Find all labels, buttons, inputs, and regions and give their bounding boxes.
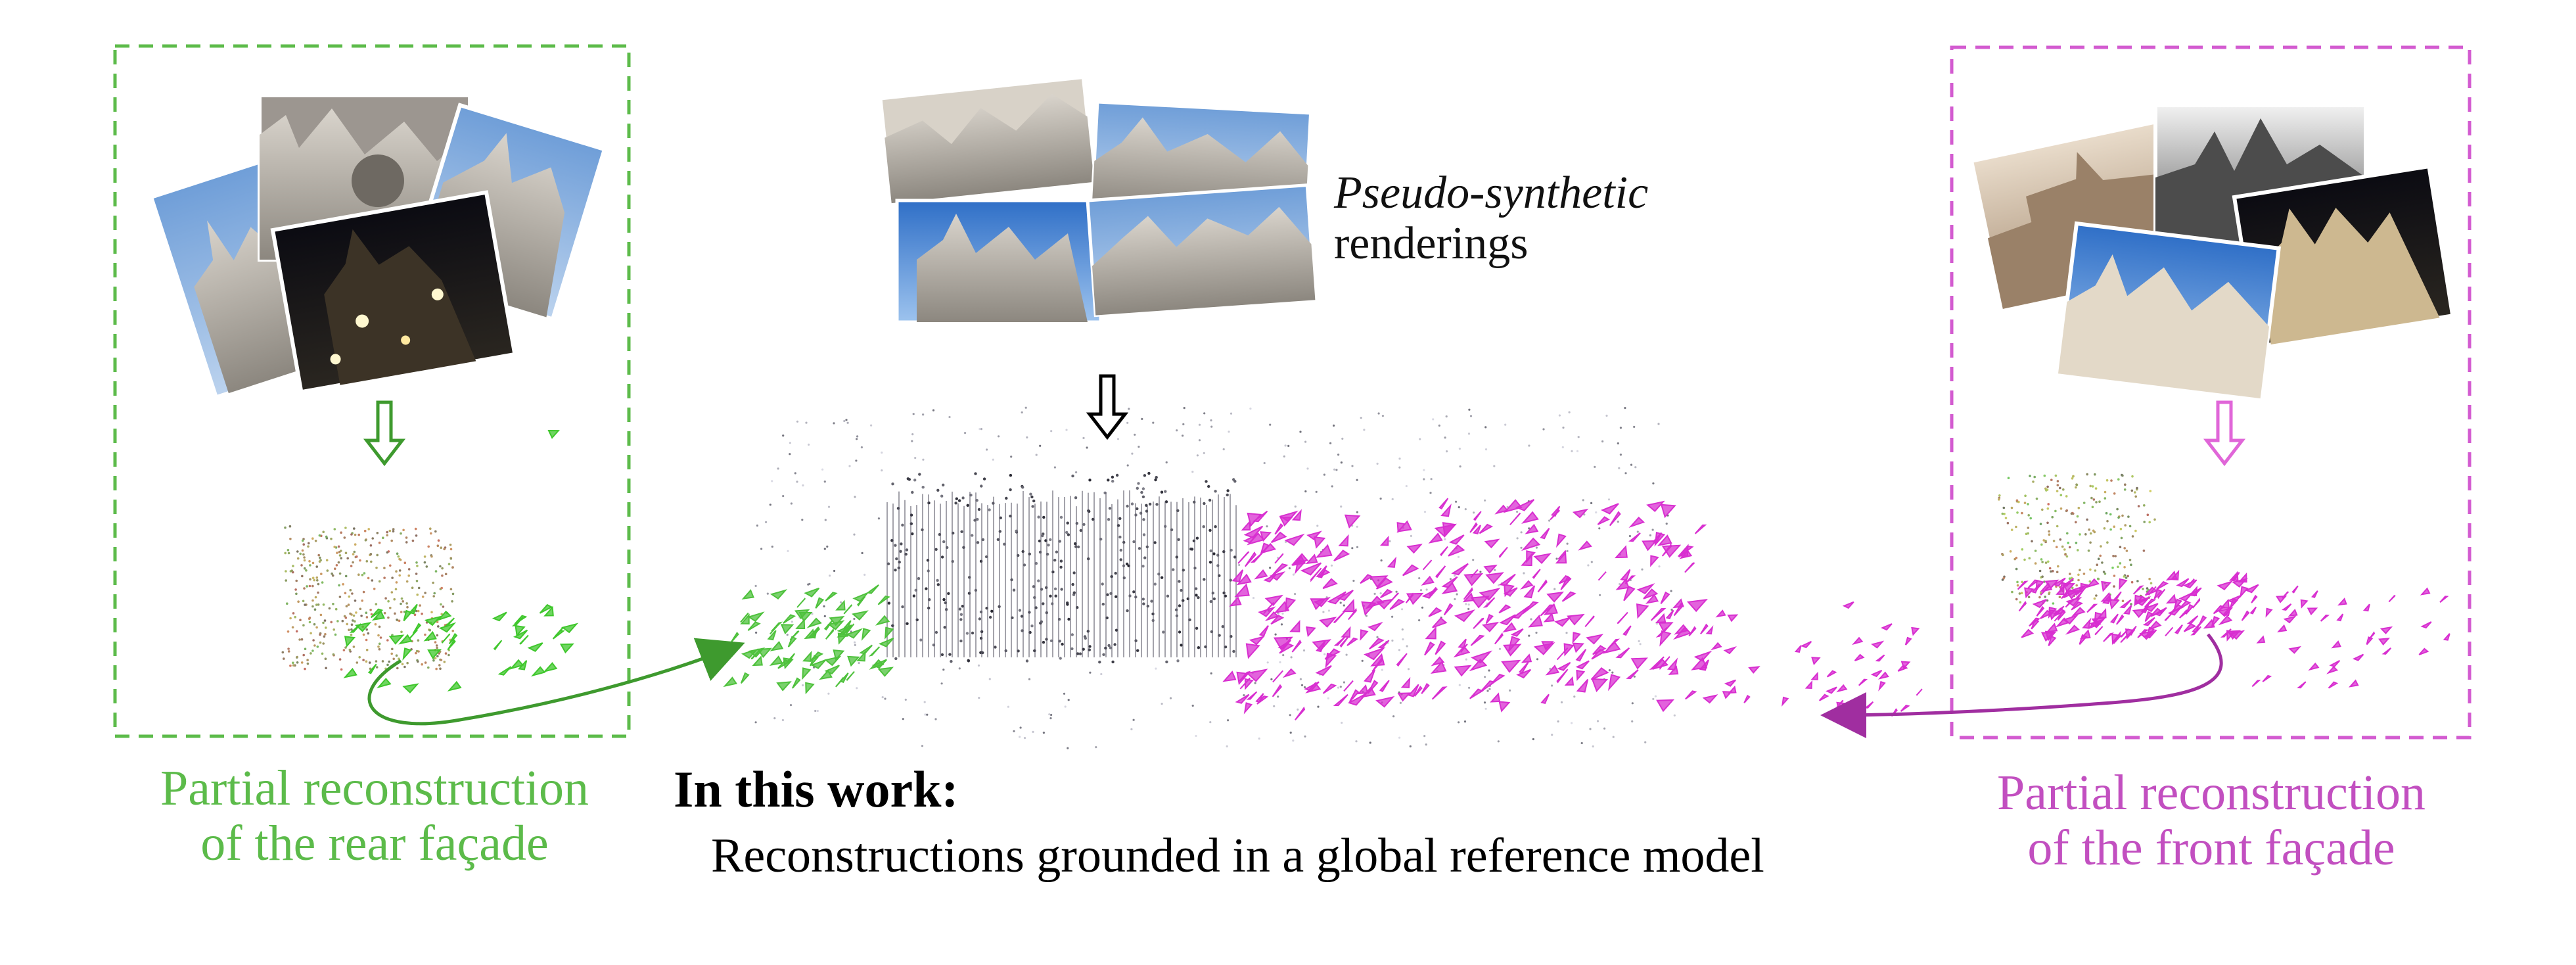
left-panel-box [113, 44, 631, 738]
left-partial-reconstruction [281, 429, 579, 694]
right-panel-box [1950, 45, 2472, 740]
right-registration-arrow [1820, 633, 2223, 738]
left-caption-line2: of the rear façade [200, 815, 549, 871]
left-photo-collage [149, 93, 607, 400]
work-heading: In this work: [674, 761, 959, 818]
right-caption-line2: of the front façade [2027, 820, 2395, 876]
render-caption: Pseudo-synthetic renderings [1334, 168, 1648, 269]
global-reference-model [723, 406, 1923, 749]
right-down-arrow-icon [2203, 400, 2246, 467]
right-caption: Partial reconstruction of the front faça… [1962, 765, 2461, 876]
right-caption-line1: Partial reconstruction [1996, 765, 2426, 820]
center-render-collage [879, 75, 1318, 324]
right-partial-reconstruction [1998, 473, 2450, 689]
render-caption-plain: renderings [1334, 218, 1529, 269]
render-caption-italic: Pseudo-synthetic [1334, 168, 1649, 218]
work-body: Reconstructions grounded in a global ref… [711, 829, 1764, 883]
left-registration-arrow [367, 638, 745, 726]
left-down-arrow-icon [363, 400, 406, 467]
center-down-arrow-icon [1086, 374, 1129, 440]
left-caption: Partial reconstruction of the rear façad… [131, 761, 618, 871]
left-caption-line1: Partial reconstruction [160, 761, 589, 816]
right-photo-collage [1969, 103, 2455, 401]
